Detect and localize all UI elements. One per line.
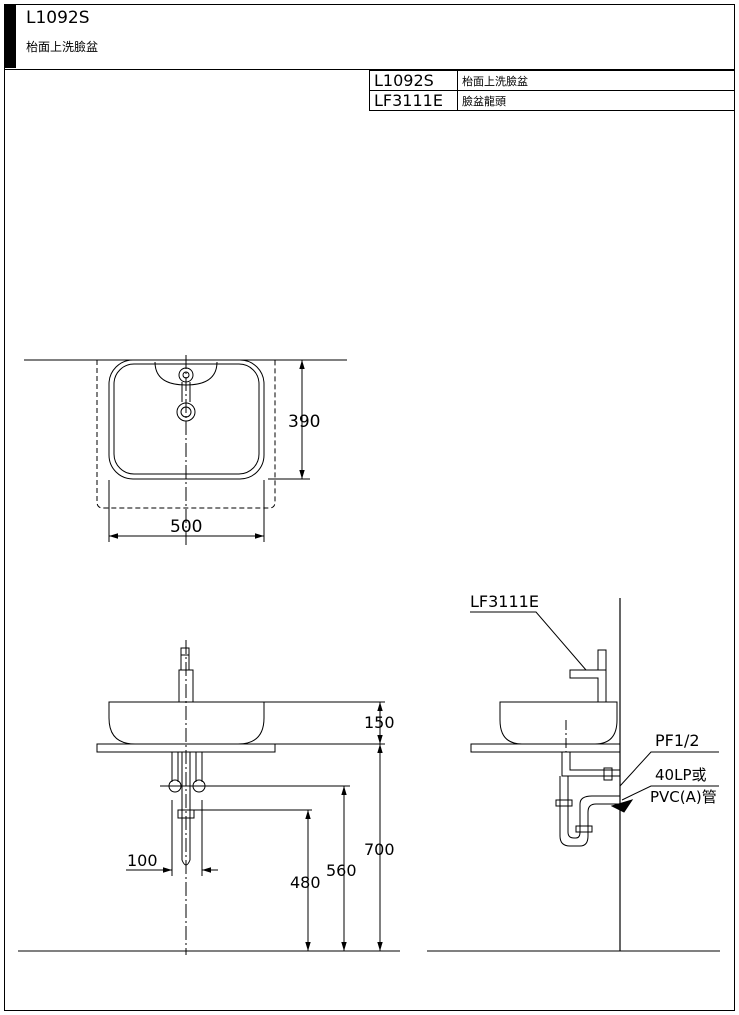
- leader-faucet: [470, 611, 587, 671]
- countertop-front: [96, 743, 276, 753]
- drain-wall-flange: [610, 799, 634, 813]
- callout-drain-line1: 40LP或: [655, 766, 707, 784]
- basin-side: [499, 701, 618, 745]
- leader-drain: [621, 785, 719, 801]
- parts-table: L1092S 枱面上洗臉盆 LF3111E 臉盆龍頭: [369, 70, 735, 111]
- dim-label-700: 700: [364, 840, 395, 859]
- dim-label-560: 560: [326, 861, 357, 880]
- supply-valve-side: [603, 767, 613, 781]
- front-view: [18, 640, 400, 955]
- p-trap-side: [559, 776, 620, 847]
- dim-label-480: 480: [290, 873, 321, 892]
- drain-nut: [177, 809, 195, 819]
- callout-faucet: LF3111E: [470, 592, 539, 611]
- model-number: L1092S: [26, 8, 90, 28]
- dim-label-500: 500: [170, 517, 202, 537]
- side-view: [427, 598, 720, 952]
- dim-label-100: 100: [127, 851, 158, 870]
- callout-drain-line2: PVC(A)管: [650, 788, 717, 806]
- dim-label-390: 390: [288, 412, 320, 432]
- parts-row: L1092S 枱面上洗臉盆: [369, 70, 735, 91]
- supply-line-side: [561, 752, 620, 777]
- part-code: L1092S: [369, 70, 458, 91]
- faucet-spout-side: [569, 669, 607, 703]
- spout-top: [181, 382, 191, 402]
- dim-label-150: 150: [364, 713, 395, 732]
- drawing-sheet-border: [4, 4, 735, 1011]
- leader-supply: [619, 751, 719, 787]
- product-name: 枱面上洗臉盆: [26, 40, 99, 54]
- parts-row: LF3111E 臉盆龍頭: [369, 90, 735, 111]
- title-block: L1092S 枱面上洗臉盆: [4, 4, 735, 70]
- part-description: 臉盆龍頭: [457, 90, 735, 111]
- faucet-handle-side: [597, 649, 607, 671]
- supply-pipes: [171, 752, 203, 782]
- trap-nut: [575, 825, 593, 833]
- top-view: [24, 355, 347, 545]
- faucet-handle: [180, 647, 190, 671]
- title-bar-accent: [4, 4, 16, 68]
- countertop-side: [470, 743, 621, 753]
- callout-supply: PF1/2: [655, 731, 700, 750]
- trap-nut: [555, 799, 573, 807]
- drain-pipe: [181, 752, 191, 866]
- countertop-outline: [96, 360, 276, 509]
